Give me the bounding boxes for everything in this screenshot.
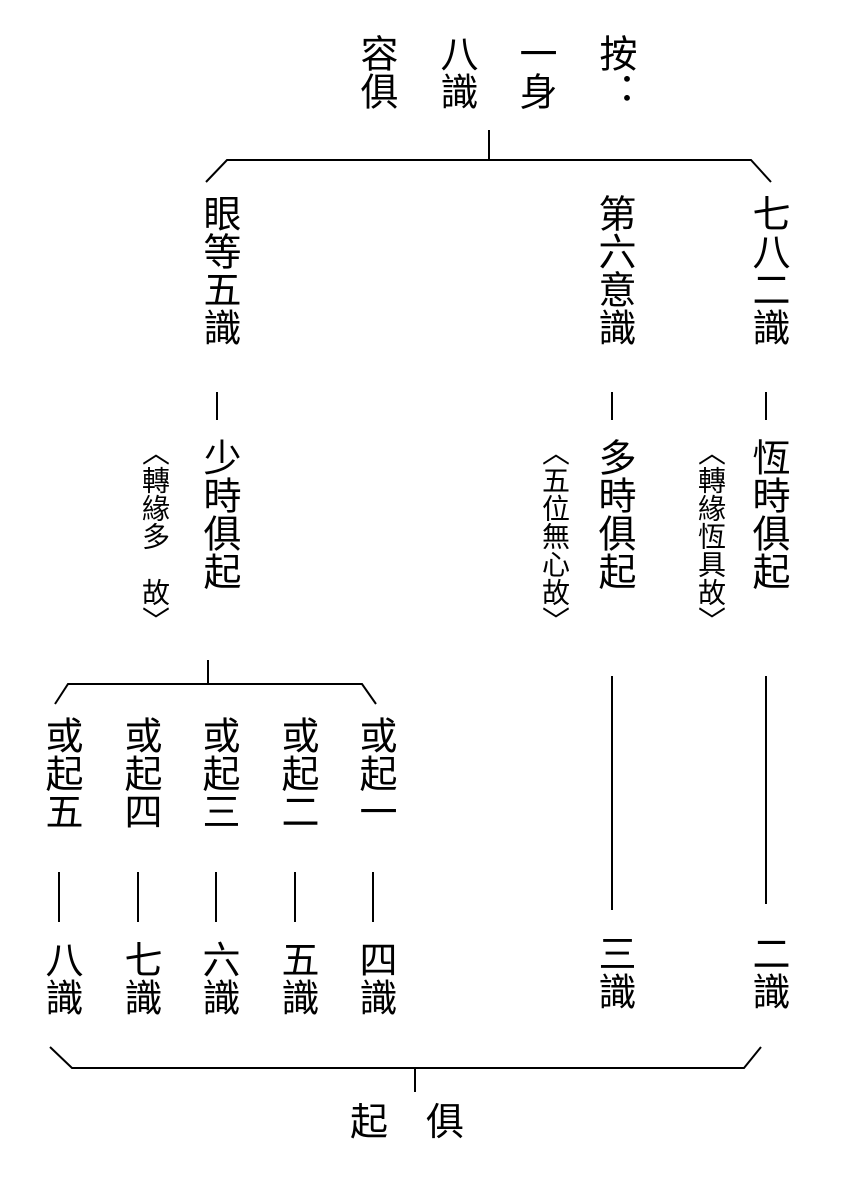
sixth-result: 多時俱起 [592, 438, 636, 590]
seventh-eighth-count: 二識 [746, 934, 790, 1010]
header-col-4: 容俱 [354, 34, 398, 110]
five-result: 少時俱起 [197, 438, 241, 590]
sub-cond-2: 或起二 [275, 716, 319, 830]
seventh-eighth-title: 七八二識 [746, 194, 790, 346]
seventh-eighth-note: 〈轉緣恆具故〉 [694, 438, 727, 634]
sixth-title: 第六意識 [592, 194, 636, 346]
seventh-eighth-result: 恆時俱起 [746, 438, 790, 590]
sub-count-3: 六識 [196, 940, 240, 1016]
sub-cond-5: 或起五 [39, 716, 83, 830]
bottom-bracket [49, 1046, 762, 1069]
top-bracket [205, 159, 772, 183]
header-col-2: 一身 [513, 34, 557, 110]
sub-count-2: 五識 [275, 940, 319, 1016]
five-bracket [54, 683, 377, 705]
sixth-count: 三識 [592, 934, 636, 1010]
sub-count-5: 八識 [39, 940, 83, 1016]
five-title: 眼等五識 [197, 194, 241, 346]
sub-cond-4: 或起四 [118, 716, 162, 830]
footer-text: 起 俱 [350, 1100, 465, 1144]
five-note: 〈轉緣多 故〉 [138, 438, 171, 634]
sub-count-1: 四識 [353, 940, 397, 1016]
sub-cond-1: 或起一 [353, 716, 397, 830]
header-col-1: 按： [593, 34, 637, 110]
header-col-3: 八識 [434, 34, 478, 110]
sub-cond-3: 或起三 [196, 716, 240, 830]
sixth-note: 〈五位無心故〉 [538, 438, 571, 634]
sub-count-4: 七識 [118, 940, 162, 1016]
